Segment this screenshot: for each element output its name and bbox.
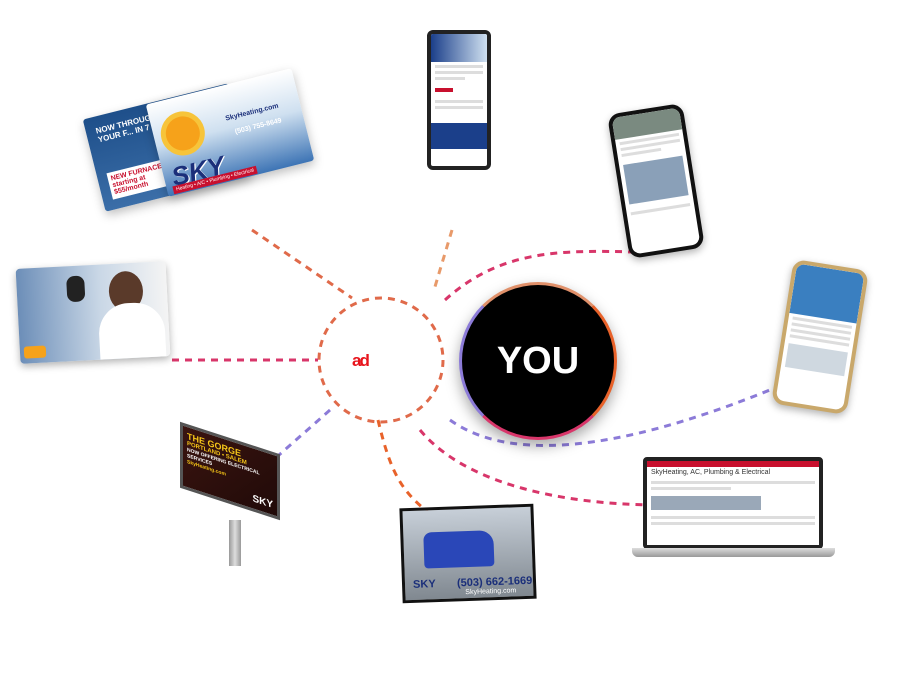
radio-photo — [15, 261, 171, 364]
tablet-website — [427, 30, 491, 170]
billboard-pole — [229, 520, 241, 566]
postcard-phone: (503) 755-8649 — [234, 117, 283, 136]
line-phone2 — [449, 383, 783, 447]
line-phone1 — [443, 249, 636, 302]
center-ring — [317, 296, 445, 424]
tv-brand: SKY — [412, 578, 436, 591]
laptop-page-title: SkyHeating, AC, Plumbing & Electrical — [651, 469, 771, 476]
tv-website: SkyHeating.com — [465, 587, 517, 597]
line-billboard — [261, 408, 331, 472]
line-laptop — [418, 429, 661, 507]
line-postcard — [251, 228, 353, 300]
billboard-brand: SKY — [252, 493, 273, 511]
van-image — [423, 530, 495, 569]
you-circle: YOU — [459, 282, 617, 440]
line-tv — [376, 419, 429, 514]
laptop-screen: SkyHeating, AC, Plumbing & Electrical — [643, 457, 823, 549]
sun-mascot-icon — [162, 112, 204, 155]
ad-logo: ad — [352, 351, 370, 370]
line-tablet — [432, 229, 454, 291]
laptop-base — [632, 548, 835, 557]
tv-ad: SKY (503) 662-1669 SkyHeating.com — [399, 503, 537, 604]
